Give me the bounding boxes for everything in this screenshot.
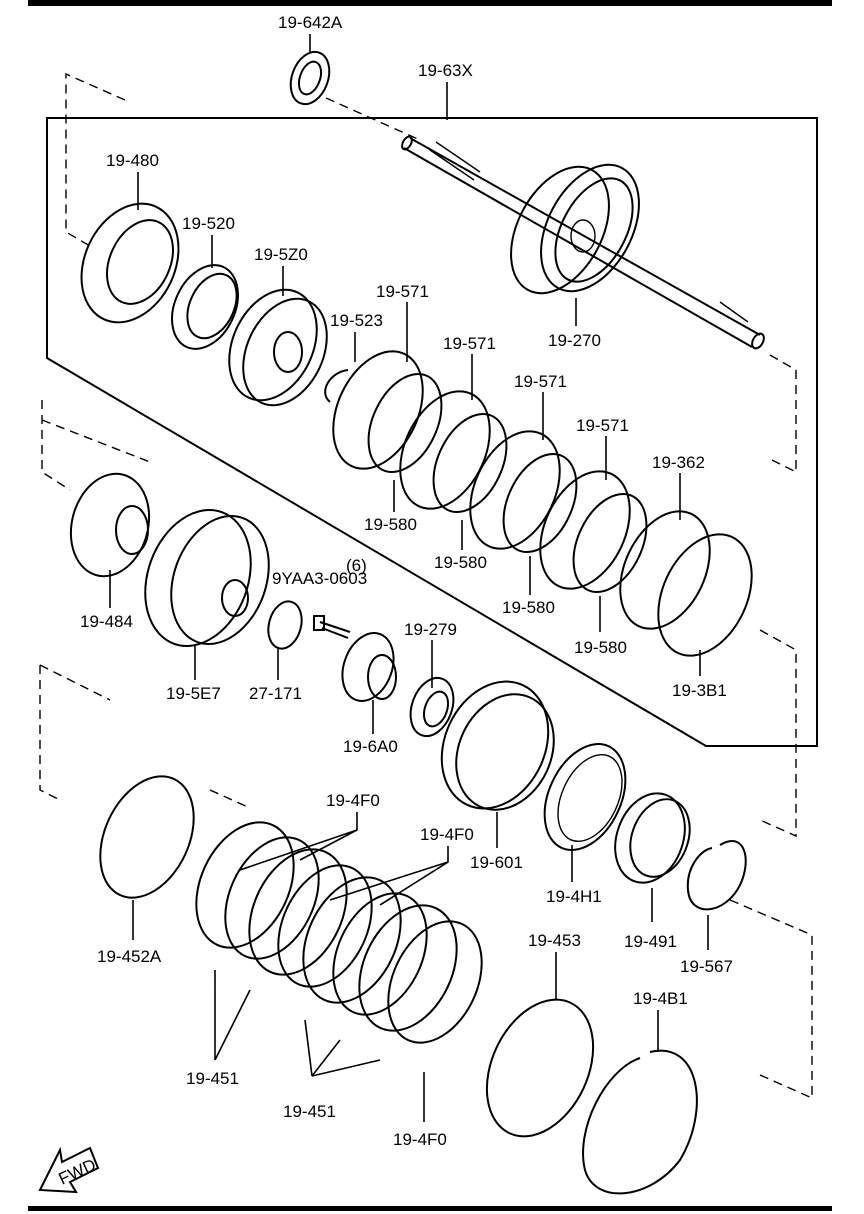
label-19-6a0: 19-6A0 bbox=[343, 737, 398, 756]
label-19-484: 19-484 bbox=[80, 612, 133, 631]
part-19-63x-shaft bbox=[401, 135, 765, 350]
label-19-5z0: 19-5Z0 bbox=[254, 245, 308, 264]
label-19-4f0-a: 19-4F0 bbox=[326, 791, 380, 810]
label-19-4b1: 19-4B1 bbox=[633, 989, 688, 1008]
label-9yaa3-0603: 9YAA3-0603 bbox=[272, 569, 367, 588]
label-19-580-d: 19-580 bbox=[574, 638, 627, 657]
part-labels: 19-642A 19-63X 19-480 19-520 19-5Z0 19-5… bbox=[56, 13, 733, 1189]
label-19-601: 19-601 bbox=[470, 853, 523, 872]
label-19-491: 19-491 bbox=[624, 932, 677, 951]
label-19-523: 19-523 bbox=[330, 311, 383, 330]
label-19-571-a: 19-571 bbox=[376, 282, 429, 301]
label-19-5e7: 19-5E7 bbox=[166, 684, 221, 703]
label-19-452a: 19-452A bbox=[97, 947, 162, 966]
label-19-580-b: 19-580 bbox=[434, 553, 487, 572]
part-19-453-ring bbox=[485, 998, 595, 1138]
label-19-4f0-b: 19-4F0 bbox=[420, 825, 474, 844]
label-19-580-c: 19-580 bbox=[502, 598, 555, 617]
label-19-451-a: 19-451 bbox=[186, 1069, 239, 1088]
fwd-arrow-icon bbox=[38, 1146, 100, 1194]
part-27-171-seal bbox=[267, 600, 303, 650]
label-19-3b1: 19-3B1 bbox=[672, 681, 727, 700]
bottom-border bbox=[28, 1206, 832, 1211]
part-19-279-seal bbox=[409, 676, 455, 738]
label-19-4h1: 19-4H1 bbox=[546, 887, 602, 906]
leader-lines bbox=[109, 34, 709, 1122]
label-19-642a: 19-642A bbox=[278, 13, 343, 32]
part-19-452a-ring bbox=[99, 775, 195, 899]
upper-assembly-frame bbox=[46, 117, 818, 747]
part-19-3b1-snap-ring bbox=[657, 533, 753, 657]
label-19-480: 19-480 bbox=[106, 151, 159, 170]
label-19-453: 19-453 bbox=[528, 931, 581, 950]
label-27-171: 27-171 bbox=[249, 684, 302, 703]
clutch-pack-lower bbox=[195, 821, 483, 1044]
label-19-4f0-c: 19-4F0 bbox=[393, 1130, 447, 1149]
label-19-571-d: 19-571 bbox=[576, 416, 629, 435]
label-19-279: 19-279 bbox=[404, 620, 457, 639]
label-19-580-a: 19-580 bbox=[364, 515, 417, 534]
part-9yaa3-0603-bolt bbox=[313, 615, 351, 639]
label-19-520: 19-520 bbox=[182, 214, 235, 233]
part-19-270-drum bbox=[510, 163, 640, 295]
label-19-571-c: 19-571 bbox=[514, 372, 567, 391]
part-19-480-seal-housing bbox=[80, 202, 180, 324]
part-19-601-drum bbox=[440, 680, 555, 811]
part-19-484-gear bbox=[69, 472, 151, 578]
part-19-520-ring bbox=[171, 264, 239, 350]
label-19-571-b: 19-571 bbox=[443, 334, 496, 353]
part-19-567-snap-ring bbox=[686, 840, 747, 911]
label-note-6: (6) bbox=[346, 556, 367, 575]
part-19-491-hub bbox=[614, 792, 691, 884]
part-19-5e7-carrier bbox=[144, 509, 270, 647]
label-19-362: 19-362 bbox=[652, 453, 705, 472]
label-19-451-b: 19-451 bbox=[283, 1102, 336, 1121]
dashed-reference-lines bbox=[39, 72, 813, 1100]
part-19-4b1-snap-ring bbox=[582, 1049, 698, 1195]
part-19-6a0-bearing bbox=[341, 632, 397, 702]
part-19-642a-seal bbox=[289, 50, 331, 106]
clutch-pack-upper bbox=[332, 350, 711, 630]
label-19-63x: 19-63X bbox=[418, 61, 473, 80]
part-19-4h1-spring bbox=[543, 743, 627, 851]
label-19-567: 19-567 bbox=[680, 957, 733, 976]
top-border bbox=[28, 0, 832, 6]
part-19-523-snap-ring bbox=[324, 369, 349, 403]
part-19-5z0-piston bbox=[228, 288, 328, 407]
label-19-270: 19-270 bbox=[548, 331, 601, 350]
